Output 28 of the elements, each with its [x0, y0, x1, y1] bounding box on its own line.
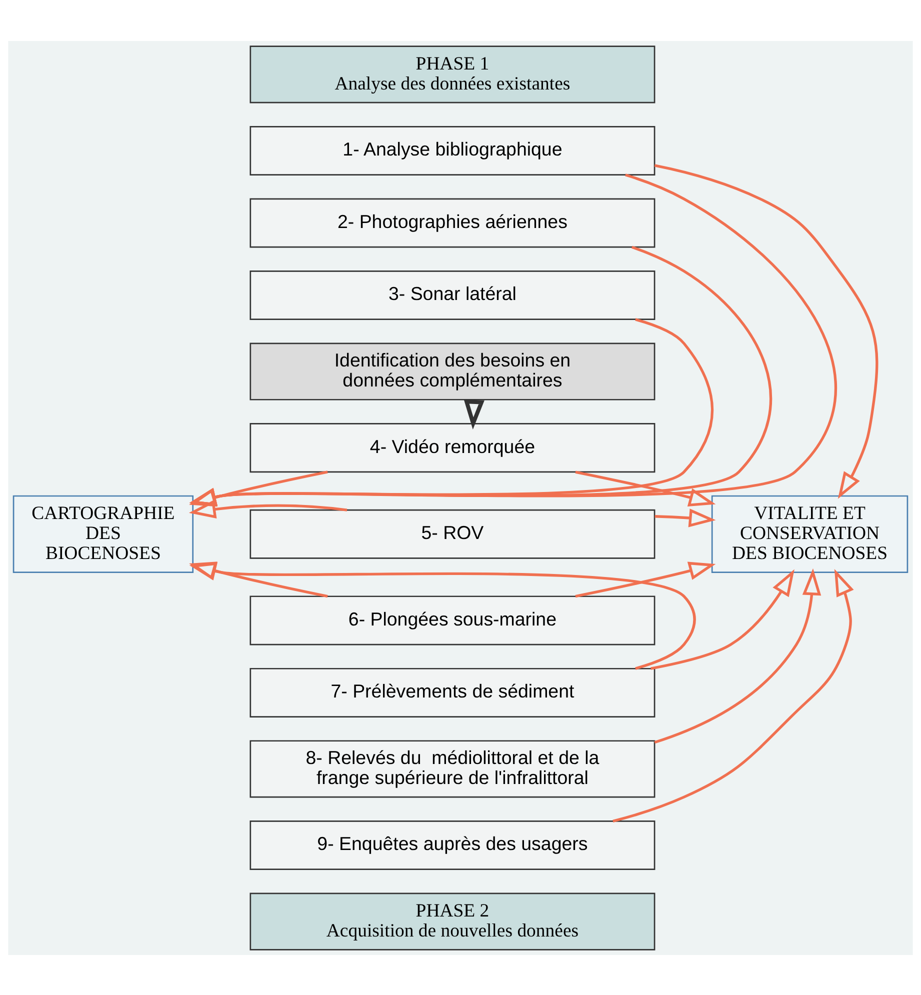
- node-box: 7- Prélèvements de sédiment: [250, 667, 656, 717]
- node-box: 5- ROV: [250, 508, 656, 558]
- node-box: 1- Analyse bibliographique: [250, 125, 656, 175]
- node-box: 9- Enquêtes auprès des usagers: [250, 820, 656, 870]
- arrow: [189, 173, 836, 506]
- arrow: [654, 164, 878, 498]
- node-box: 2- Photographies aériennes: [250, 198, 656, 248]
- node-box: 8- Relevés du médiolittoral et de la frange supérieure de l'infralittoral: [250, 740, 656, 798]
- arrow: [189, 470, 328, 506]
- node-box: PHASE 2 Acquisition de nouvelles données: [250, 892, 656, 950]
- node-box: CARTOGRAPHIE DES BIOCENOSES: [12, 494, 194, 572]
- arrow: [189, 562, 696, 670]
- arrow: [575, 561, 716, 598]
- node-box: Identification des besoins en données complémentaires: [250, 342, 656, 400]
- arrow: [650, 568, 794, 670]
- arrow: [188, 499, 348, 518]
- arrow: [189, 561, 328, 598]
- node-box: 6- Plongées sous-marine: [250, 595, 656, 645]
- arrow: [654, 508, 716, 527]
- arrow: [654, 568, 822, 744]
- arrow: [575, 470, 716, 506]
- arrow: [189, 245, 772, 506]
- arrow: [612, 568, 854, 822]
- arrow: [189, 318, 714, 506]
- node-box: 3- Sonar latéral: [250, 270, 656, 320]
- node-box: 4- Vidéo remorquée: [250, 422, 656, 472]
- node-box: VITALITE ET CONSERVATION DES BIOCENOSES: [711, 494, 908, 572]
- node-box: PHASE 1 Analyse des données existantes: [250, 45, 656, 103]
